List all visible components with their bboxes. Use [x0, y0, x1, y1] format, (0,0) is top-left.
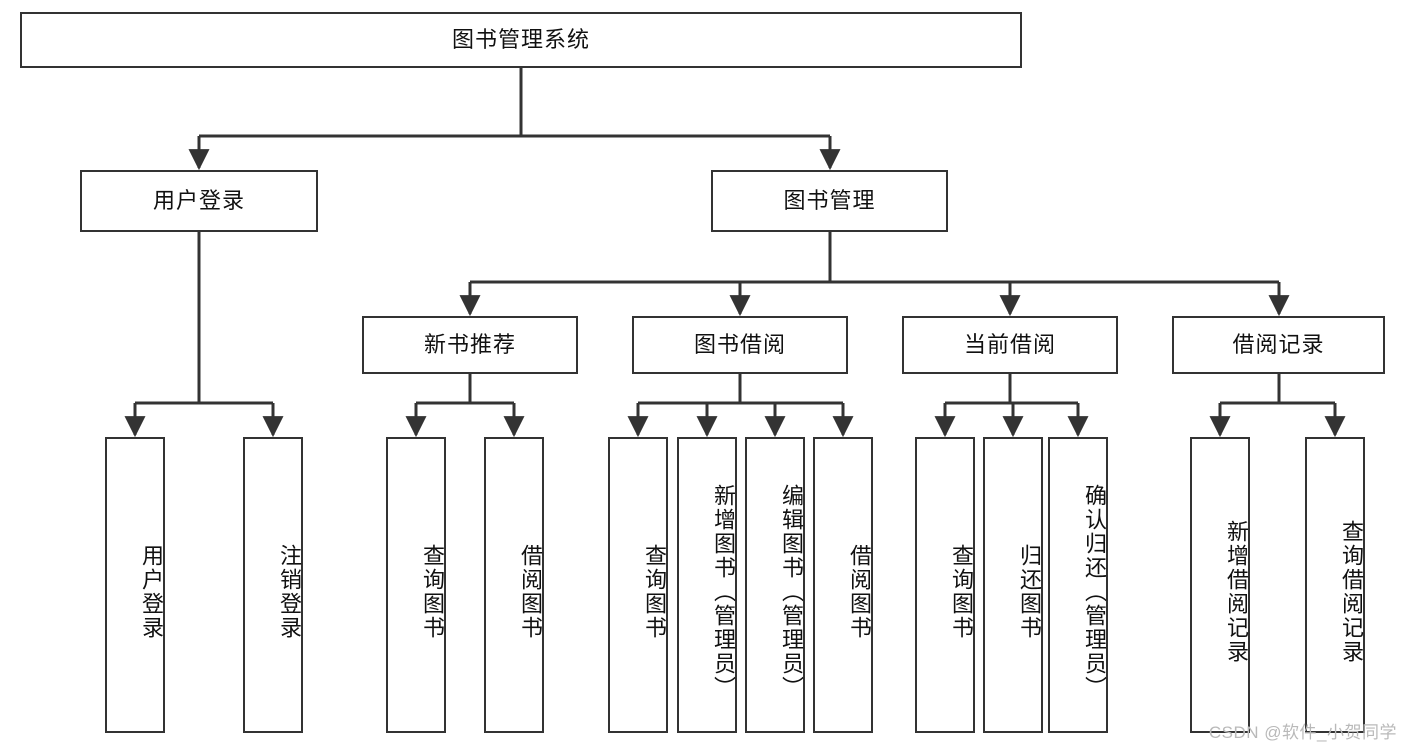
node-leaf-edit-book-admin[interactable]: 编辑图书（管理员）	[745, 437, 805, 733]
node-label: 查询图书	[642, 544, 667, 640]
node-label: 注销登录	[277, 544, 302, 640]
node-label: 图书管理系统	[451, 26, 590, 52]
node-new-book-recommend[interactable]: 新书推荐	[362, 316, 578, 374]
node-book-manage[interactable]: 图书管理	[711, 170, 948, 232]
node-label: 图书管理	[783, 187, 876, 213]
node-leaf-query-book-rec[interactable]: 查询图书	[386, 437, 446, 733]
node-label: 用户登录	[139, 544, 164, 640]
node-label: 当前借阅	[963, 331, 1056, 357]
node-leaf-borrow-book[interactable]: 借阅图书	[813, 437, 873, 733]
node-borrow-record[interactable]: 借阅记录	[1172, 316, 1385, 374]
node-label: 借阅图书	[518, 544, 543, 640]
node-book-borrow[interactable]: 图书借阅	[632, 316, 848, 374]
node-leaf-logout-login[interactable]: 注销登录	[243, 437, 303, 733]
node-label: 归还图书	[1017, 544, 1042, 640]
node-label: 确认归还（管理员）	[1082, 484, 1107, 700]
node-leaf-borrow-book-rec[interactable]: 借阅图书	[484, 437, 544, 733]
node-label: 图书借阅	[693, 331, 786, 357]
node-label: 编辑图书（管理员）	[779, 484, 804, 700]
node-label: 借阅图书	[847, 544, 872, 640]
node-leaf-user-login[interactable]: 用户登录	[105, 437, 165, 733]
node-root[interactable]: 图书管理系统	[20, 12, 1022, 68]
node-leaf-add-book-admin[interactable]: 新增图书（管理员）	[677, 437, 737, 733]
node-label: 查询借阅记录	[1339, 520, 1364, 664]
node-leaf-query-borrow-record[interactable]: 查询借阅记录	[1305, 437, 1365, 733]
node-label: 新书推荐	[423, 331, 516, 357]
node-user-login[interactable]: 用户登录	[80, 170, 318, 232]
csdn-watermark: CSDN @软件_小贺同学	[1208, 723, 1397, 742]
node-leaf-add-borrow-record[interactable]: 新增借阅记录	[1190, 437, 1250, 733]
node-leaf-return-book[interactable]: 归还图书	[983, 437, 1043, 733]
node-label: 新增图书（管理员）	[711, 484, 736, 700]
node-label: 查询图书	[420, 544, 445, 640]
node-label: 查询图书	[949, 544, 974, 640]
node-leaf-query-book-current[interactable]: 查询图书	[915, 437, 975, 733]
node-leaf-query-book-borrow[interactable]: 查询图书	[608, 437, 668, 733]
node-leaf-confirm-return-admin[interactable]: 确认归还（管理员）	[1048, 437, 1108, 733]
node-label: 用户登录	[152, 187, 245, 213]
node-current-borrow[interactable]: 当前借阅	[902, 316, 1118, 374]
node-label: 新增借阅记录	[1224, 520, 1249, 664]
node-label: 借阅记录	[1232, 331, 1325, 357]
